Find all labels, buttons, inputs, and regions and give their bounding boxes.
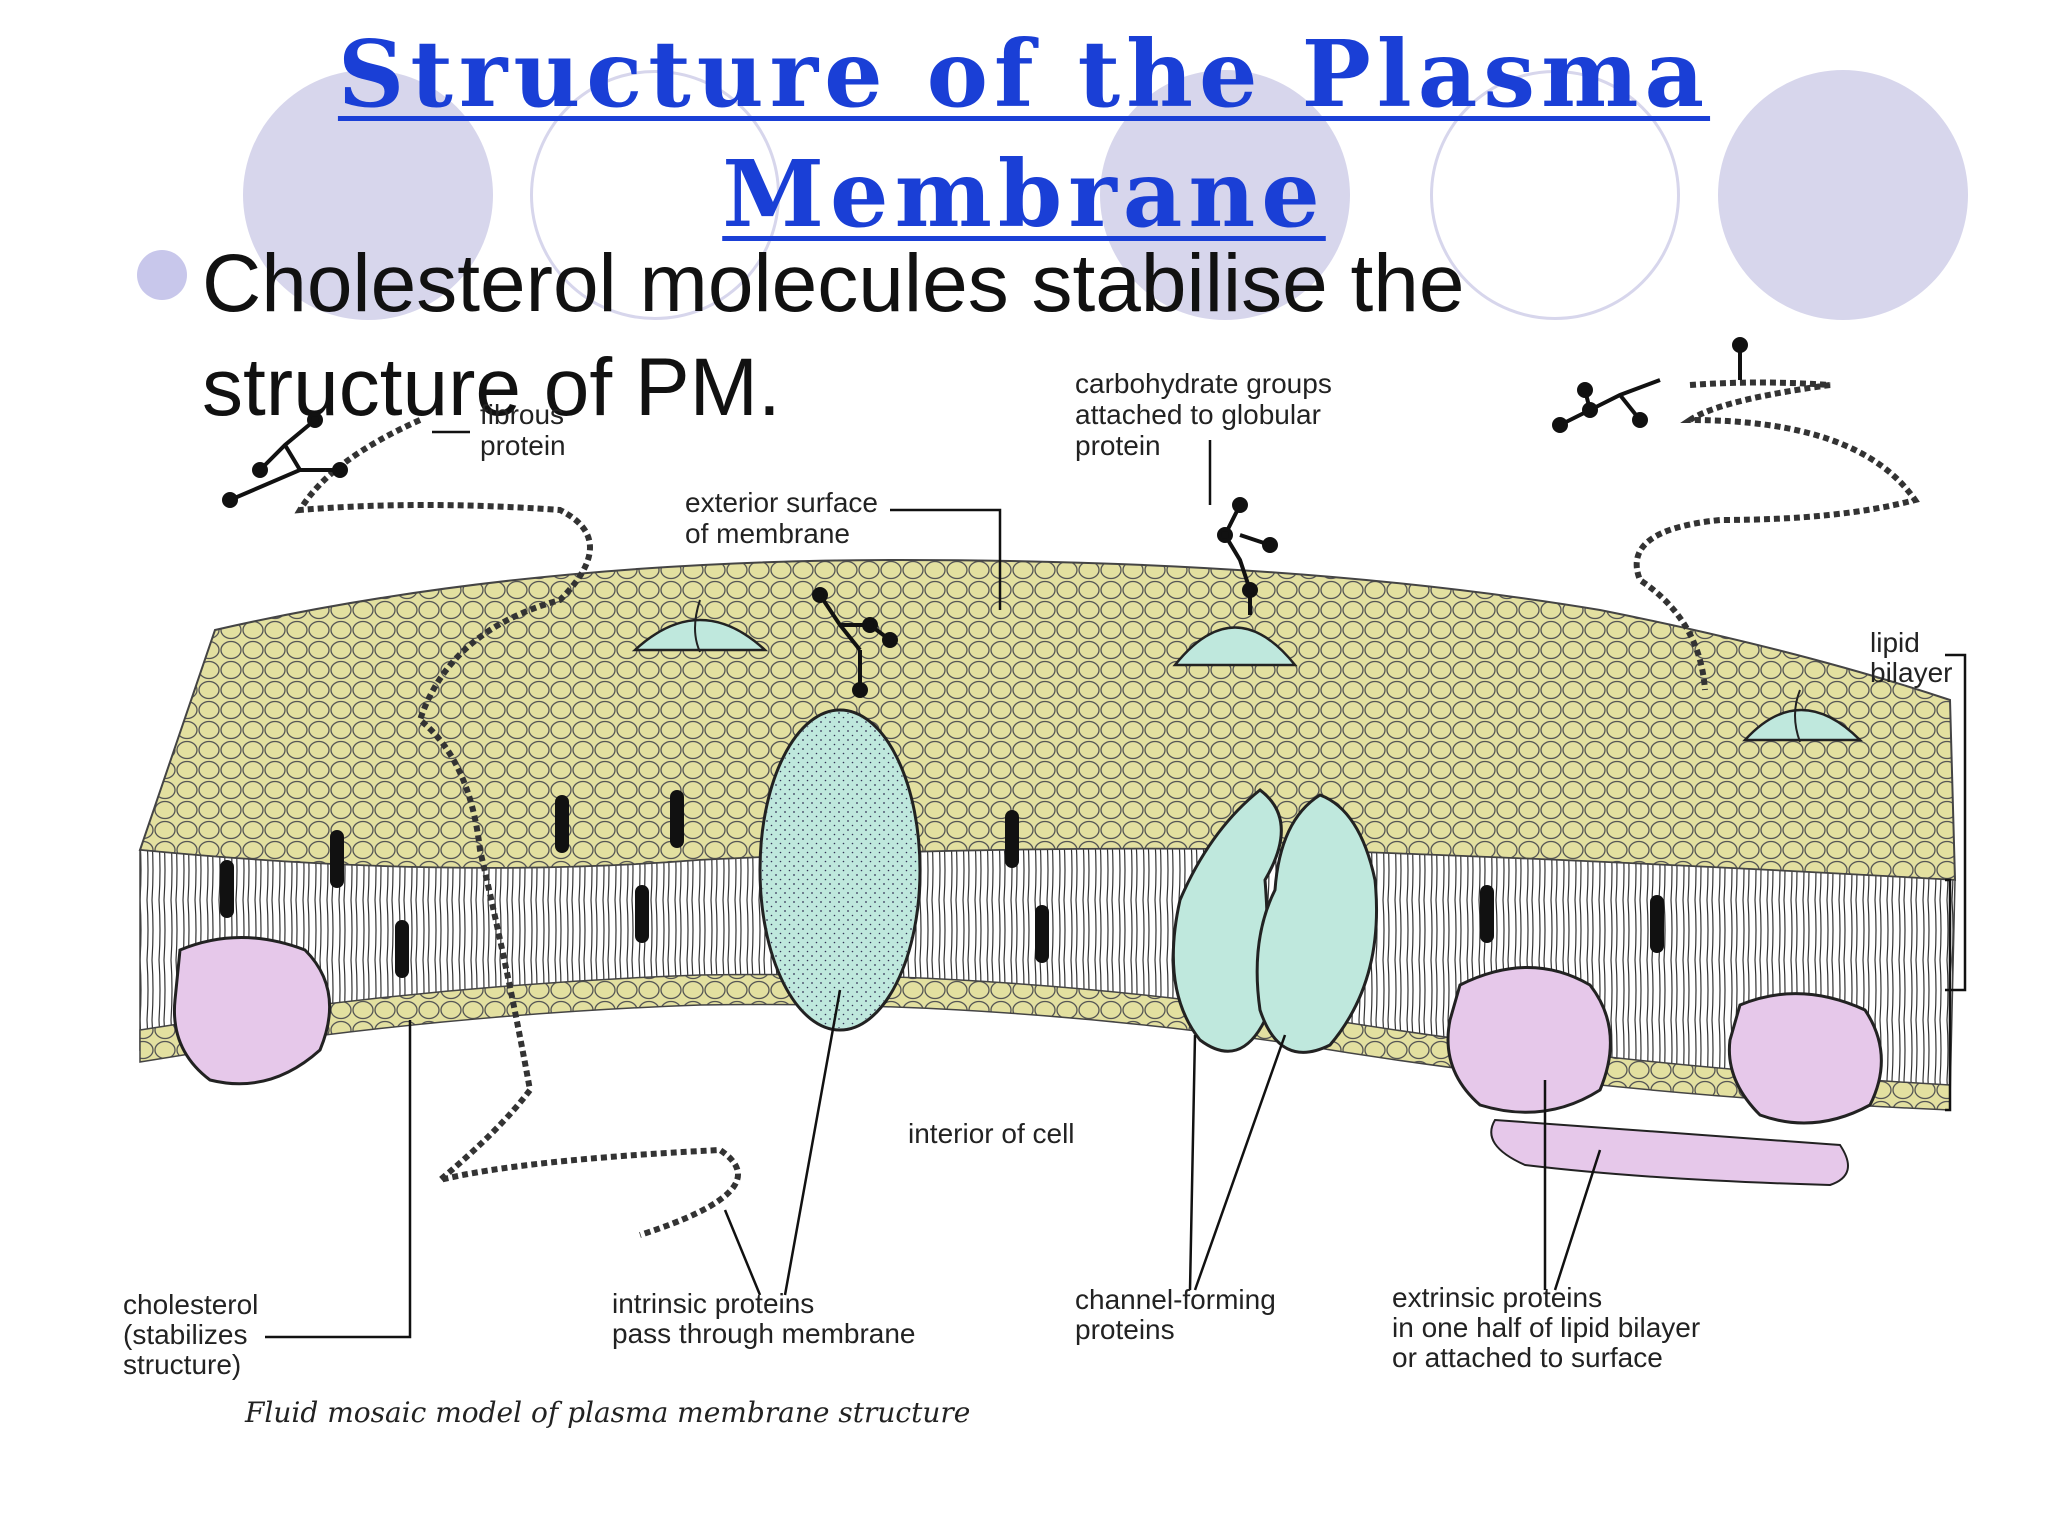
label-intrinsic-proteins-1: intrinsic proteins	[612, 1288, 814, 1319]
label-extrinsic-proteins-2: in one half of lipid bilayer	[1392, 1312, 1700, 1343]
surface-globular-proteins	[631, 599, 1864, 743]
decorative-ring-2	[1430, 70, 1680, 320]
cholesterol-molecules	[220, 790, 1664, 978]
label-channel-forming-1: channel-forming	[1075, 1284, 1276, 1315]
label-exterior-surface-1: exterior surface	[685, 487, 878, 518]
label-lipid-bilayer-2: bilayer	[1870, 657, 1952, 688]
label-extrinsic-proteins-1: extrinsic proteins	[1392, 1282, 1602, 1313]
fibrous-protein-chains	[294, 379, 1920, 1238]
bullet-dot-icon	[137, 250, 187, 300]
channel-forming-proteins	[1171, 788, 1379, 1054]
diagram-caption: Fluid mosaic model of plasma membrane st…	[244, 1396, 970, 1429]
label-carbohydrate-1: carbohydrate groups	[1075, 368, 1332, 399]
decorative-ring-1	[530, 70, 780, 320]
label-intrinsic-proteins-2: pass through membrane	[612, 1318, 916, 1349]
label-lipid-bilayer-1: lipid	[1870, 627, 1920, 658]
label-fibrous-protein-1: fibrous	[480, 399, 564, 430]
carbohydrate-groups	[222, 337, 1748, 698]
decorative-circle-1	[243, 70, 493, 320]
label-cholesterol-3: structure)	[123, 1349, 241, 1380]
decorative-circle-3	[1718, 70, 1968, 320]
label-cholesterol-2: (stabilizes	[123, 1319, 247, 1350]
label-leader-lines	[265, 430, 1967, 1339]
label-interior-of-cell: interior of cell	[908, 1118, 1075, 1149]
bullet-text: Cholesterol molecules stabilise the stru…	[202, 238, 1465, 433]
label-exterior-surface-2: of membrane	[685, 518, 850, 549]
membrane-tails	[139, 848, 1956, 1101]
membrane-top-surface	[138, 558, 1957, 882]
label-carbohydrate-2: attached to globular	[1075, 399, 1321, 430]
label-fibrous-protein-2: protein	[480, 430, 566, 461]
slide-title-line-2: Membrane	[722, 140, 1326, 248]
label-extrinsic-proteins-3: or attached to surface	[1392, 1342, 1663, 1373]
label-channel-forming-2: proteins	[1075, 1314, 1175, 1345]
extrinsic-proteins	[172, 936, 1883, 1187]
intrinsic-protein-stipple	[762, 712, 918, 1028]
decorative-circle-2	[1100, 70, 1350, 320]
label-cholesterol-1: cholesterol	[123, 1289, 258, 1320]
label-carbohydrate-3: protein	[1075, 430, 1161, 461]
slide-title-line-1: Structure of the Plasma	[337, 20, 1711, 128]
